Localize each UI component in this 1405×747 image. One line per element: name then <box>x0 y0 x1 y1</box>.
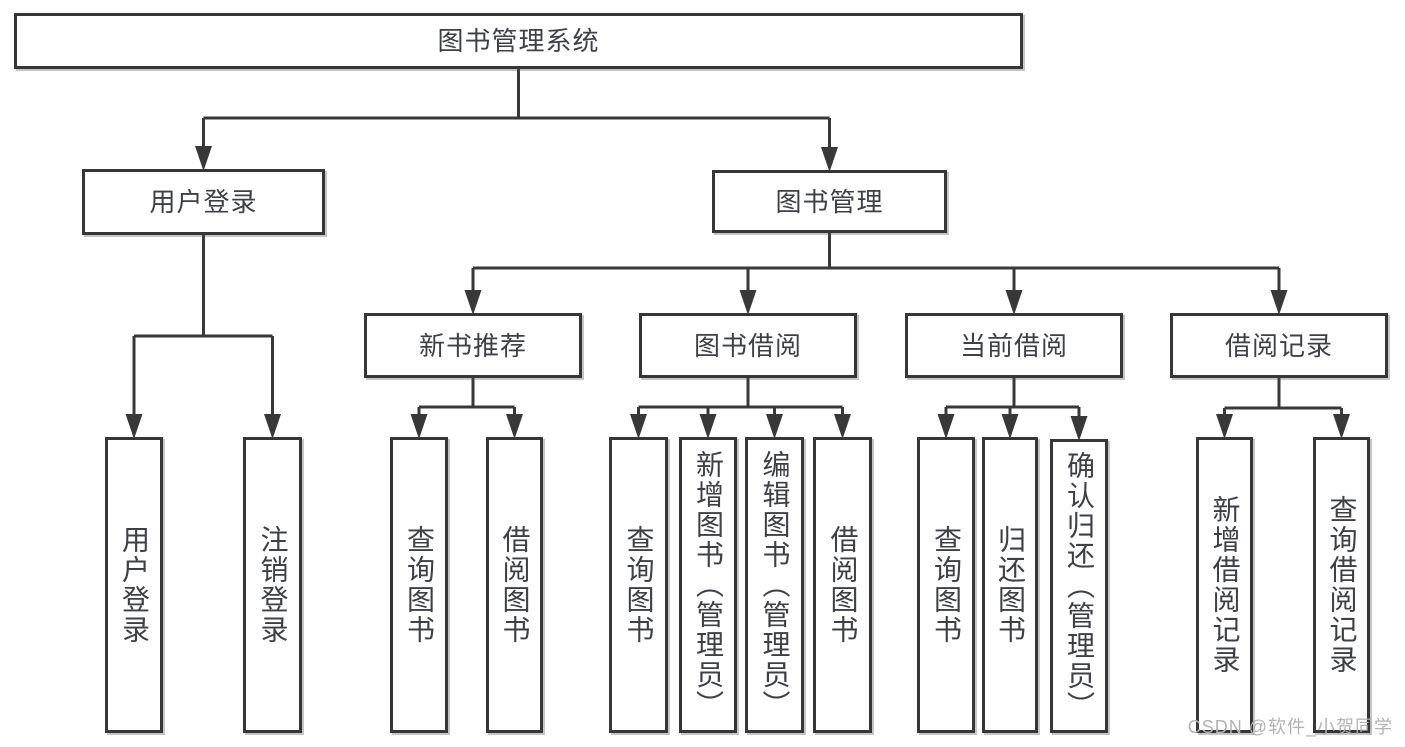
node-label: 借阅记录 <box>1224 330 1333 361</box>
node-new-book-rec: 新书推荐 <box>364 313 582 378</box>
node-label: 当前借阅 <box>959 330 1068 361</box>
node-cb-query: 查询图书 <box>917 437 975 733</box>
node-label: 借阅图书 <box>499 525 531 645</box>
node-label: 注销登录 <box>257 525 289 645</box>
node-label: 图书管理 <box>775 186 884 217</box>
node-book-borrow: 图书借阅 <box>639 313 857 378</box>
node-label: 新书推荐 <box>418 330 527 361</box>
node-label: 编辑图书（管理员） <box>759 450 791 720</box>
node-bb-borrow: 借阅图书 <box>813 437 872 733</box>
node-label: 用户登录 <box>119 525 150 645</box>
node-label: 新增借阅记录 <box>1209 495 1241 675</box>
node-root: 图书管理系统 <box>14 13 1023 69</box>
node-label: 查询图书 <box>404 525 435 645</box>
node-label: 用户登录 <box>149 187 258 217</box>
node-label: 查询图书 <box>623 525 655 645</box>
node-label: 查询借阅记录 <box>1326 495 1358 675</box>
node-nbr-query: 查询图书 <box>390 437 448 733</box>
node-borrow-records: 借阅记录 <box>1170 313 1388 378</box>
csdn-watermark: CSDN @软件_小贺同学 <box>1187 717 1393 737</box>
node-label: 新增图书（管理员） <box>693 450 724 720</box>
node-book-mgmt: 图书管理 <box>712 170 947 233</box>
node-br-add: 新增借阅记录 <box>1196 437 1253 733</box>
node-bb-add: 新增图书（管理员） <box>679 437 737 733</box>
node-user-login: 用户登录 <box>82 169 325 235</box>
node-logout: 注销登录 <box>243 437 302 733</box>
node-bb-query: 查询图书 <box>609 437 668 733</box>
node-label: 归还图书 <box>995 525 1026 645</box>
node-nbr-borrow: 借阅图书 <box>486 437 543 733</box>
node-label: 确认归还（管理员） <box>1064 451 1095 721</box>
node-br-query: 查询借阅记录 <box>1313 437 1370 733</box>
node-label: 图书借阅 <box>693 330 802 361</box>
node-cb-return: 归还图书 <box>982 437 1038 733</box>
node-current-borrow: 当前借阅 <box>905 313 1123 378</box>
node-cb-confirm: 确认归还（管理员） <box>1050 439 1108 733</box>
node-bb-edit: 编辑图书（管理员） <box>745 437 804 733</box>
node-label: 图书管理系统 <box>437 26 600 56</box>
node-label: 查询图书 <box>931 525 962 645</box>
node-label: 借阅图书 <box>827 525 859 645</box>
node-login: 用户登录 <box>105 437 163 733</box>
